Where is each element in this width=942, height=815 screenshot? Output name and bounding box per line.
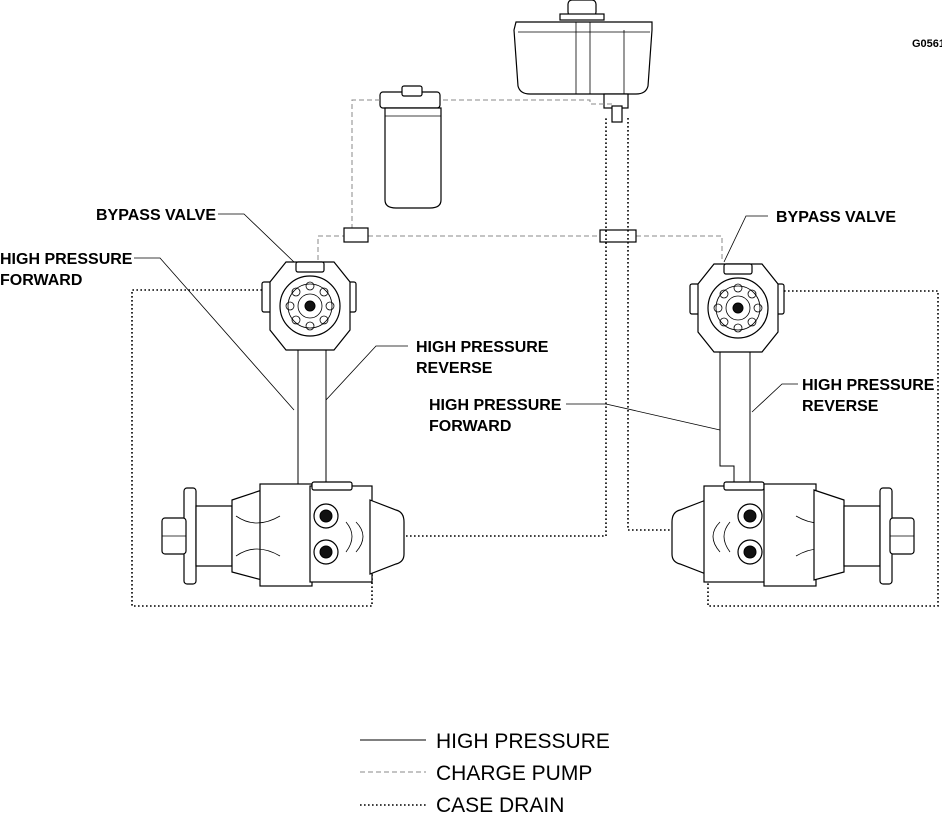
left-bypass-valve-label: BYPASS VALVE	[96, 207, 216, 224]
reservoir-tee	[599, 229, 637, 243]
charge-pump-lines	[317, 99, 723, 268]
legend-charge-pump: CHARGE PUMP	[436, 762, 592, 785]
right-hp-forward-label-line2: FORWARD	[429, 418, 511, 435]
charge-filter	[379, 85, 442, 209]
legend-high-pressure: HIGH PRESSURE	[436, 730, 610, 753]
left-hp-forward-label-line2: FORWARD	[0, 272, 82, 289]
right-hydrostatic-pump	[689, 263, 785, 353]
left-wheel-motor	[161, 481, 405, 587]
filter-tee	[343, 227, 369, 243]
legend: HIGH PRESSURE CHARGE PUMP CASE DRAIN	[360, 730, 610, 815]
left-hp-reverse-label-line1: HIGH PRESSURE	[416, 339, 549, 356]
right-hp-forward-label-line1: HIGH PRESSURE	[429, 397, 562, 414]
figure-id: G0561	[912, 38, 942, 50]
left-hydrostatic-pump	[261, 261, 357, 351]
right-hp-reverse-label-line2: REVERSE	[802, 398, 879, 415]
legend-case-drain: CASE DRAIN	[436, 794, 564, 815]
case-drain-lines	[131, 118, 939, 607]
right-wheel-motor	[671, 481, 915, 587]
hydraulic-reservoir	[513, 0, 653, 123]
left-hp-forward-label-line1: HIGH PRESSURE	[0, 251, 133, 268]
leader-lines	[134, 213, 798, 431]
left-hp-reverse-label-line2: REVERSE	[416, 360, 493, 377]
right-bypass-valve-label: BYPASS VALVE	[776, 209, 896, 226]
right-hp-reverse-label-line1: HIGH PRESSURE	[802, 377, 935, 394]
